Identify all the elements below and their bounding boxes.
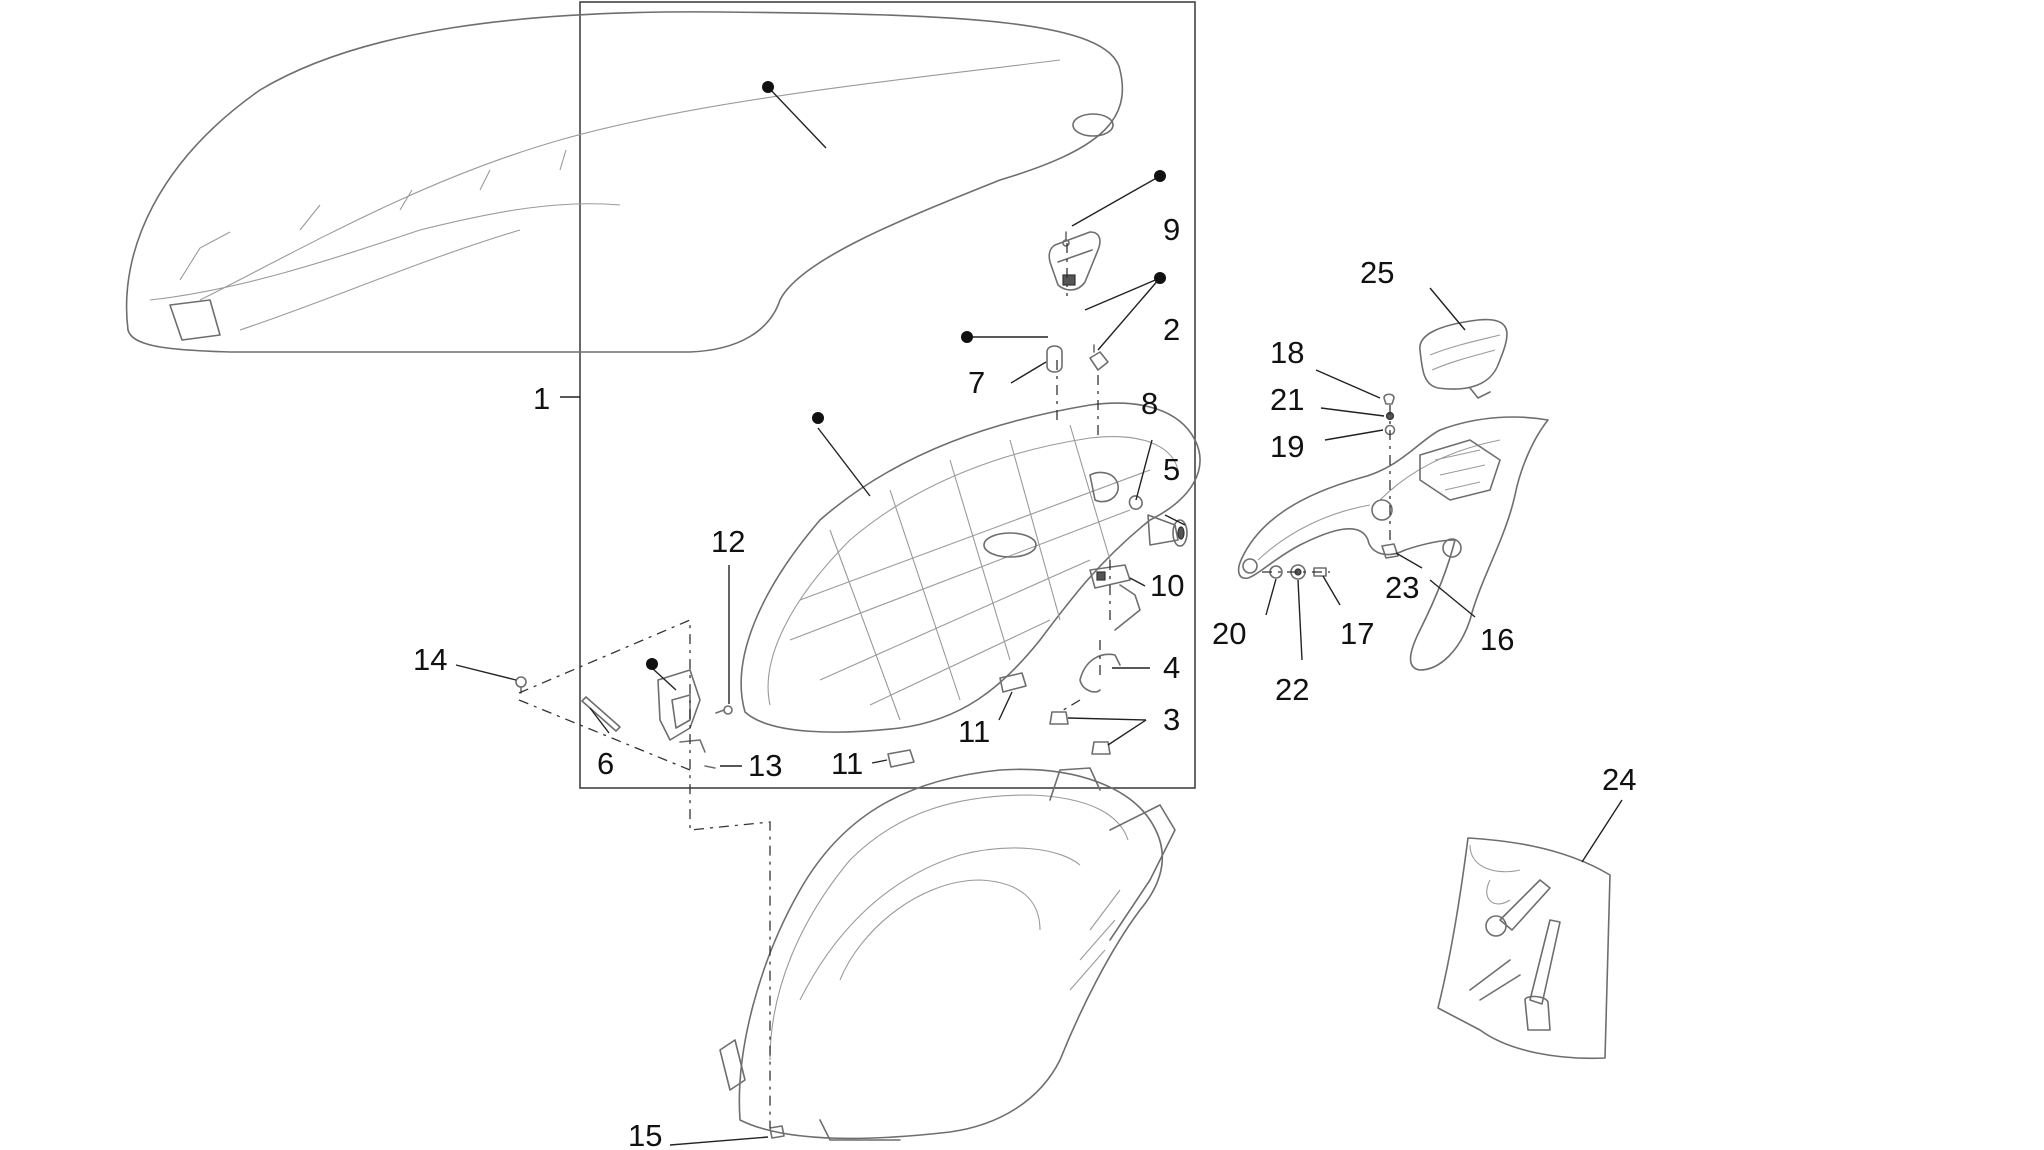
reference-dot — [646, 658, 658, 670]
rubber-buffer-3 — [1049, 711, 1111, 755]
callout-9: 9 — [1163, 212, 1180, 247]
callout-25: 25 — [1360, 255, 1394, 290]
hinge-bracket — [657, 669, 706, 753]
seat-cover — [125, 11, 1124, 353]
reference-dot — [1154, 170, 1166, 182]
axis-line-lock — [1056, 243, 1111, 713]
callout-23: 23 — [1385, 570, 1419, 605]
callout-16: 16 — [1480, 622, 1514, 657]
callout-6: 6 — [597, 746, 614, 781]
seat-assembly-frame — [579, 1, 1196, 789]
callout-labels: 1 2 3 4 5 6 7 8 9 10 11 11 12 13 14 15 1… — [413, 212, 1636, 1150]
pad-11 — [887, 672, 1027, 768]
spring-clip-8 — [1128, 495, 1143, 510]
rear-rack — [1237, 416, 1549, 671]
seat-frame — [740, 402, 1201, 733]
pin-6 — [581, 696, 621, 732]
callout-13: 13 — [748, 748, 782, 783]
axis-line-pin — [518, 699, 691, 771]
leader-lines — [455, 81, 1623, 1146]
lock-cylinder-5 — [1147, 514, 1188, 547]
callout-20: 20 — [1212, 616, 1246, 651]
helmet-compartment — [719, 767, 1176, 1141]
callout-12: 12 — [711, 524, 745, 559]
callout-3: 3 — [1163, 702, 1180, 737]
clip-2 — [1089, 344, 1109, 371]
axis-line-frame — [518, 619, 771, 1128]
reference-dot — [762, 81, 774, 93]
callout-18: 18 — [1270, 335, 1304, 370]
reference-dot — [961, 331, 973, 343]
tool-kit-bag — [1437, 837, 1611, 1060]
latch-10 — [1089, 564, 1141, 631]
cable-clip-4 — [1079, 653, 1121, 693]
callout-2: 2 — [1163, 312, 1180, 347]
axis-line-rack — [1262, 405, 1391, 573]
screw-9 — [1062, 231, 1070, 247]
callout-10: 10 — [1150, 568, 1184, 603]
screw-12 — [715, 705, 733, 715]
callout-11-a: 11 — [958, 714, 990, 749]
seat-lock-housing — [1048, 231, 1101, 291]
callout-14: 14 — [413, 642, 447, 677]
callout-7: 7 — [968, 365, 985, 400]
callout-24: 24 — [1602, 762, 1636, 797]
callout-5: 5 — [1163, 452, 1180, 487]
reference-dot — [1154, 272, 1166, 284]
screw-13 — [704, 765, 716, 769]
callout-21: 21 — [1270, 382, 1304, 417]
callout-8: 8 — [1141, 386, 1158, 421]
callout-1: 1 — [533, 381, 550, 416]
backrest-pad — [1419, 318, 1508, 399]
callout-11-b: 11 — [831, 746, 863, 781]
reference-dot — [812, 412, 824, 424]
bushing-7 — [1046, 345, 1063, 373]
clip-15 — [769, 1125, 785, 1139]
callout-19: 19 — [1270, 429, 1304, 464]
callout-15: 15 — [628, 1118, 662, 1150]
callout-17: 17 — [1340, 616, 1374, 651]
callout-4: 4 — [1163, 650, 1180, 685]
callout-22: 22 — [1275, 672, 1309, 707]
